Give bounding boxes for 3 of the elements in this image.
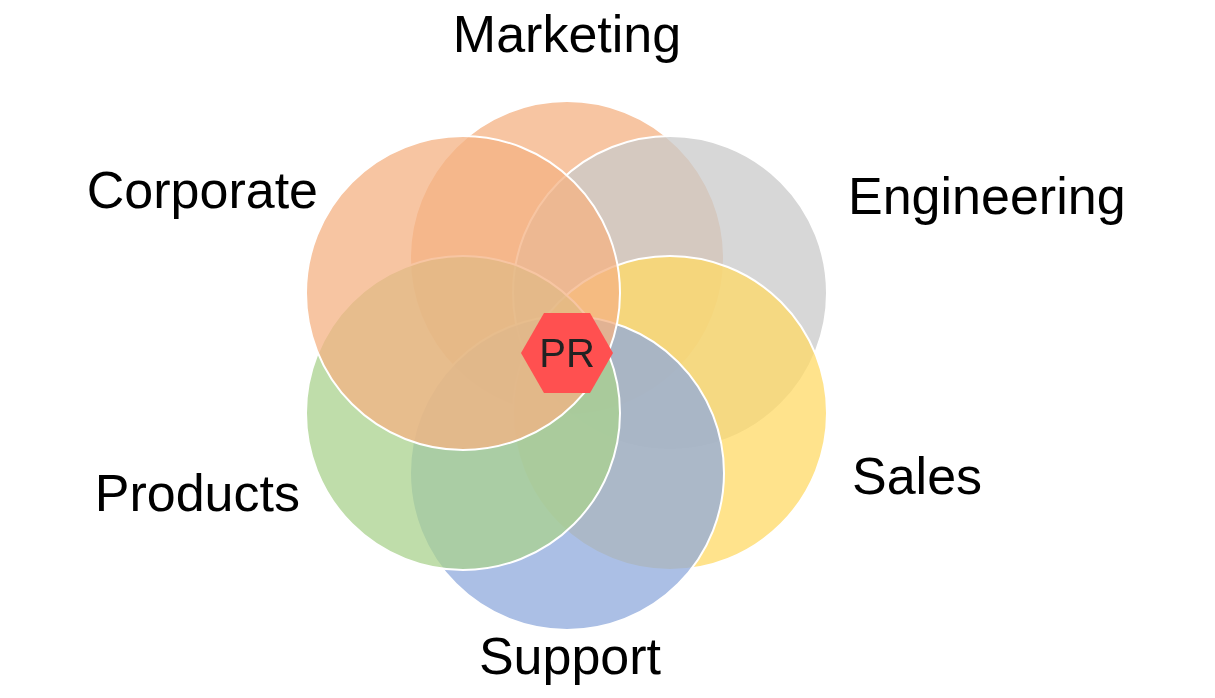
circle-label: Sales (852, 450, 984, 502)
hexagon-label: PR (539, 333, 595, 373)
circle-label: Products (93, 467, 300, 519)
